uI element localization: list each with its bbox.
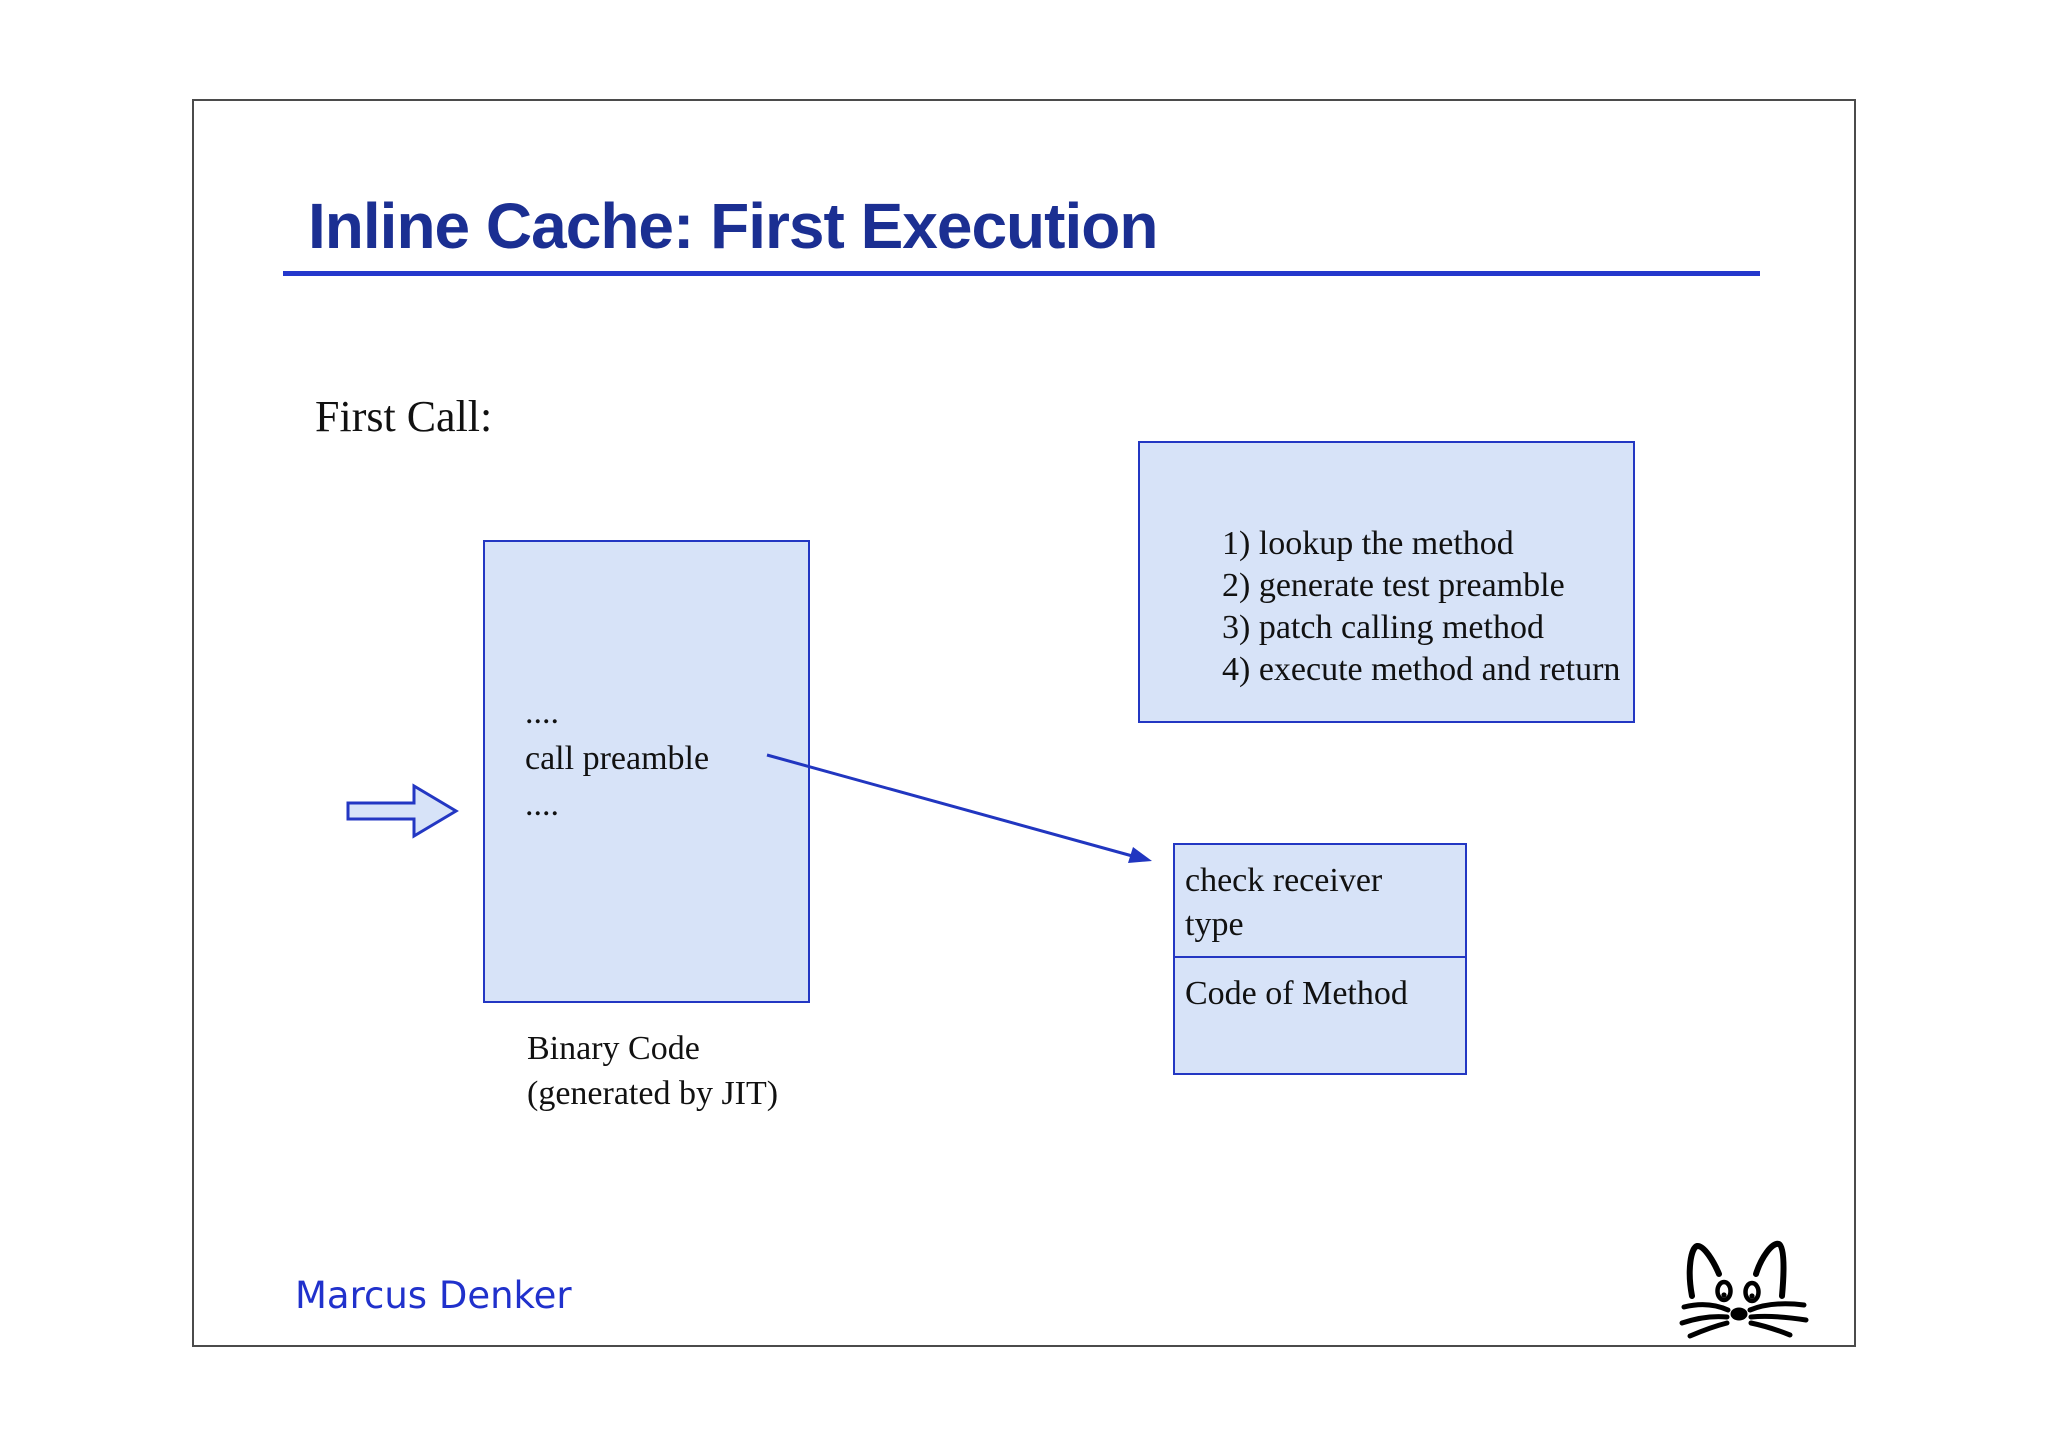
code-line-call-preamble: call preamble [525,740,710,777]
code-line-dots-bottom: .... [525,786,559,823]
step-item-1: 1) lookup the method [1222,525,1514,562]
check-receiver-cell: check receiver type [1175,845,1465,958]
entry-arrow-icon [346,783,459,839]
binary-code-caption-line1: Binary Code [527,1030,700,1067]
method-box: check receiver type Code of Method [1173,843,1467,1075]
first-call-label: First Call: [315,392,493,441]
binary-code-caption-line2: (generated by JIT) [527,1075,779,1112]
step-item-2: 2) generate test preamble [1222,567,1565,604]
binary-code-caption: Binary Code (generated by JIT) [527,1026,778,1116]
binary-code-box: .... call preamble .... [483,540,810,1003]
step-item-3: 3) patch calling method [1222,609,1544,646]
step-item-4: 4) execute method and return [1222,651,1621,688]
code-line-dots-top: .... [525,694,559,731]
title-underline-rule [283,271,1760,276]
lookup-steps-box: 1) lookup the method 2) generate test pr… [1138,441,1635,723]
page-title: Inline Cache: First Execution [308,190,1158,262]
code-of-method-cell: Code of Method [1185,975,1408,1012]
cat-face-icon [1679,1240,1809,1339]
author-name: Marcus Denker [295,1274,572,1317]
slide-frame [192,99,1856,1347]
